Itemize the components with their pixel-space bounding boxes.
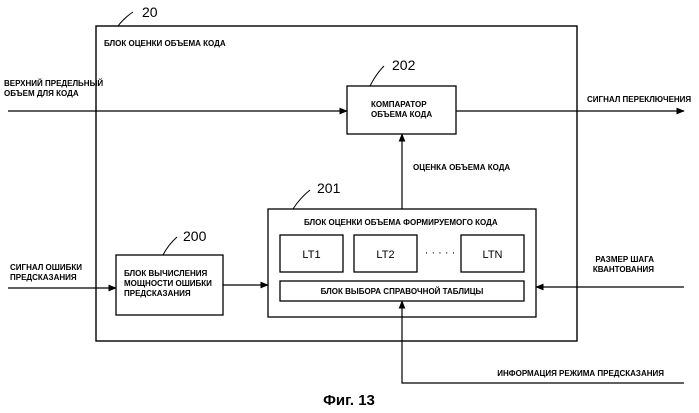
lookup-selector-label: БЛОК ВЫБОРА СПРАВОЧНОЙ ТАБЛИЦЫ (321, 287, 484, 296)
figure-caption: Фиг. 13 (323, 392, 375, 409)
error-power-label-line2: МОЩНОСТИ ОШИБКИ (124, 279, 212, 288)
comparator-ref-leader (370, 66, 384, 86)
error-power-label-line1: БЛОК ВЫЧИСЛЕНИЯ (124, 269, 208, 278)
quant-step-label-line2: КВАНТОВАНИЯ (593, 265, 654, 274)
unit-ref-leader (118, 12, 133, 26)
comparator-label-line1: КОМПАРАТОР (371, 100, 427, 109)
switch-signal-label: СИГНАЛ ПЕРЕКЛЮЧЕНИЯ (587, 95, 691, 104)
estimator-title: БЛОК ОЦЕНКИ ОБЪЕМА ФОРМИРУЕМОГО КОДА (304, 218, 498, 227)
upper-limit-label-line2: ОБЪЕМ ДЛЯ КОДА (4, 89, 79, 98)
lookup-table-ltn-label: LTN (483, 249, 503, 261)
lookup-table-ellipsis: · · · · · (425, 247, 456, 259)
pred-error-label-line1: СИГНАЛ ОШИБКИ (10, 263, 82, 272)
estimator-ref-number: 201 (317, 180, 341, 196)
lookup-table-lt2-label: LT2 (376, 249, 394, 261)
upper-limit-label-line1: ВЕРХНИЙ ПРЕДЕЛЬНЫЙ (4, 79, 103, 88)
comparator-ref-number: 202 (392, 57, 416, 73)
error-power-ref-leader (163, 237, 177, 255)
code-estimate-label: ОЦЕНКА ОБЪЕМА КОДА (413, 163, 510, 172)
pred-error-label-line2: ПРЕДСКАЗАНИЯ (10, 273, 77, 282)
error-power-ref-number: 200 (183, 228, 207, 244)
estimator-ref-leader (293, 190, 310, 209)
unit-title: БЛОК ОЦЕНКИ ОБЪЕМА КОДА (104, 39, 226, 48)
error-power-label-line3: ПРЕДСКАЗАНИЯ (124, 289, 191, 298)
prediction-mode-label: ИНФОРМАЦИЯ РЕЖИМА ПРЕДСКАЗАНИЯ (497, 369, 664, 378)
lookup-table-lt1-label: LT1 (302, 249, 320, 261)
comparator-label-line2: ОБЪЕМА КОДА (371, 110, 432, 119)
unit-ref-number: 20 (142, 4, 158, 20)
quant-step-label-line1: РАЗМЕР ШАГА (595, 255, 654, 264)
